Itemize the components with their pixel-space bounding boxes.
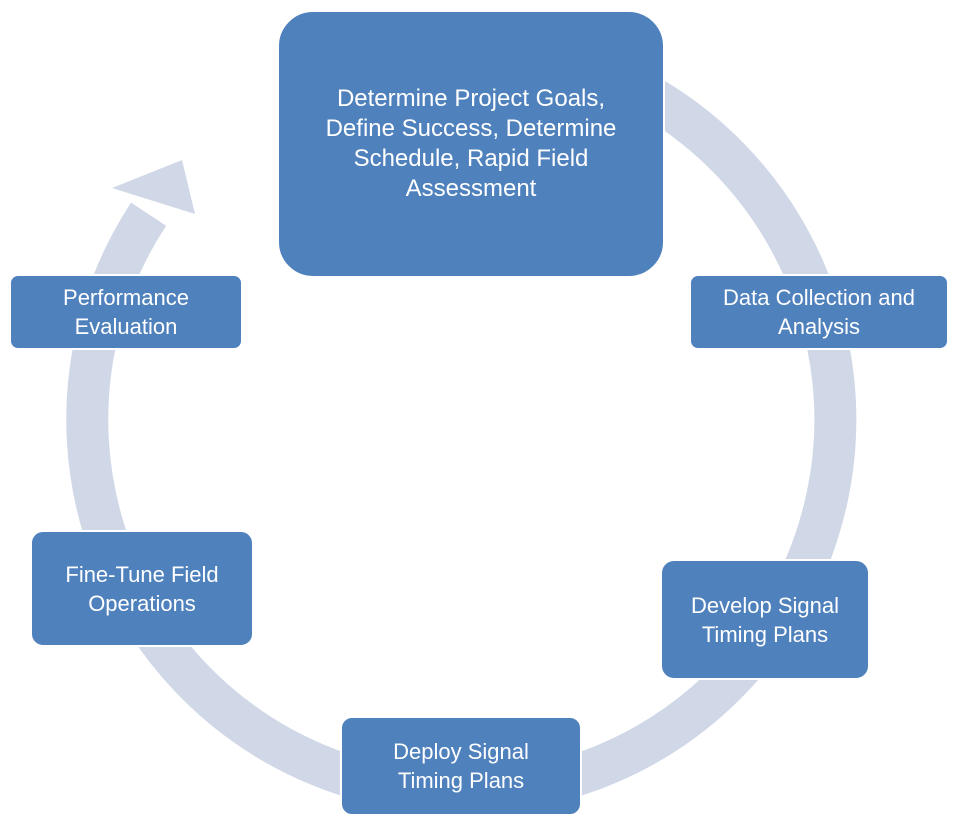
node-develop-signal-timing: Develop Signal Timing Plans — [660, 559, 870, 680]
node-deploy-signal-timing: Deploy Signal Timing Plans — [340, 716, 582, 816]
node-data-collection: Data Collection and Analysis — [689, 274, 949, 350]
node-label: Performance Evaluation — [63, 285, 189, 339]
node-label: Deploy Signal Timing Plans — [393, 739, 529, 793]
node-label: Fine-Tune Field Operations — [65, 561, 219, 616]
cycle-arc — [66, 24, 857, 815]
node-performance-evaluation: Performance Evaluation — [9, 274, 243, 350]
node-label: Data Collection and Analysis — [722, 285, 915, 339]
cycle-arrowhead-icon — [112, 160, 195, 214]
node-label: Develop Signal Timing Plans — [691, 592, 839, 647]
node-label: Determine Project Goals, Define Success,… — [325, 85, 617, 202]
node-fine-tune-field-operations: Fine-Tune Field Operations — [30, 530, 254, 647]
node-determine-project-goals: Determine Project Goals, Define Success,… — [277, 10, 665, 278]
